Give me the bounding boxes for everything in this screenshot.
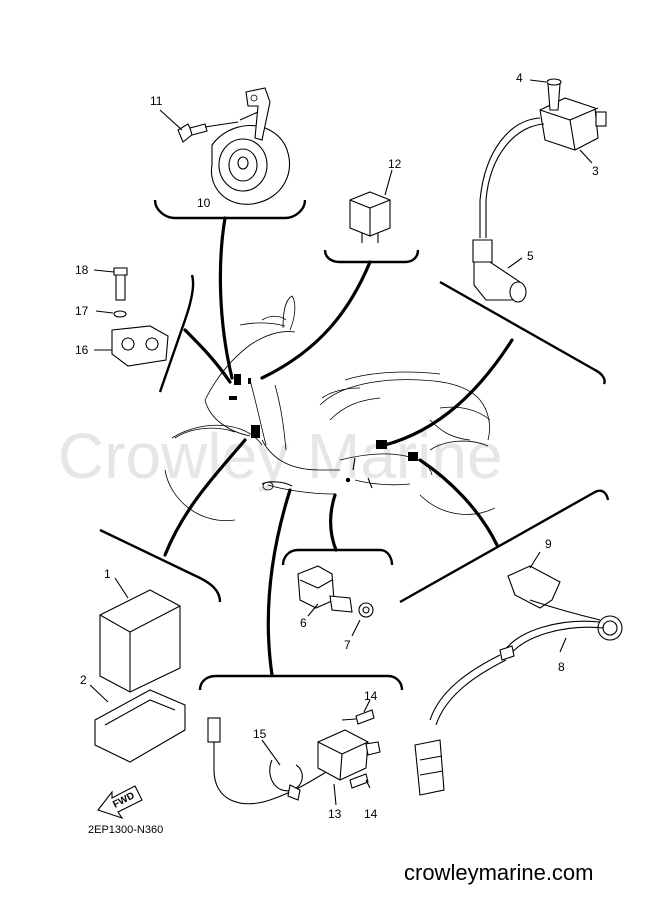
callout-6: 6 (300, 616, 307, 630)
callout-3: 3 (592, 164, 599, 178)
diagram-code: 2EP1300-N360 (88, 824, 163, 836)
callout-numbers: 1 2 3 4 5 6 7 8 9 10 11 12 13 14 14 15 1… (75, 71, 599, 821)
callout-2: 2 (80, 673, 87, 687)
scooter-outline (164, 295, 496, 522)
callout-9: 9 (545, 537, 552, 551)
footer-url: crowleymarine.com (404, 860, 594, 885)
callout-14a: 14 (364, 689, 378, 703)
scooter-connectors (229, 374, 418, 491)
callout-12: 12 (388, 157, 402, 171)
callout-1: 1 (104, 567, 111, 581)
watermark-text: Crowley Marine (58, 420, 503, 492)
fwd-arrow-icon: FWD (97, 785, 143, 820)
brackets (99, 199, 610, 691)
callout-8: 8 (558, 660, 565, 674)
callout-10: 10 (197, 196, 211, 210)
ecu-assembly (89, 577, 186, 763)
callout-17: 17 (75, 304, 89, 318)
callout-11: 11 (150, 94, 163, 108)
speed-sensor-assembly (297, 565, 374, 637)
callout-14b: 14 (364, 807, 378, 821)
relay-assembly (349, 169, 393, 243)
sensor-bracket-assembly (93, 267, 169, 367)
throttle-sensor-assembly (207, 699, 381, 806)
horn-assembly (159, 87, 290, 205)
callout-7: 7 (344, 638, 351, 652)
o2-sensor-assembly (414, 551, 623, 796)
ignition-coil-assembly (472, 78, 607, 303)
leader-lines (163, 216, 514, 677)
callout-13: 13 (328, 807, 342, 821)
callout-4: 4 (516, 71, 523, 85)
callout-5: 5 (527, 249, 534, 263)
callout-15: 15 (253, 727, 267, 741)
callout-18: 18 (75, 263, 89, 277)
callout-16: 16 (75, 343, 89, 357)
